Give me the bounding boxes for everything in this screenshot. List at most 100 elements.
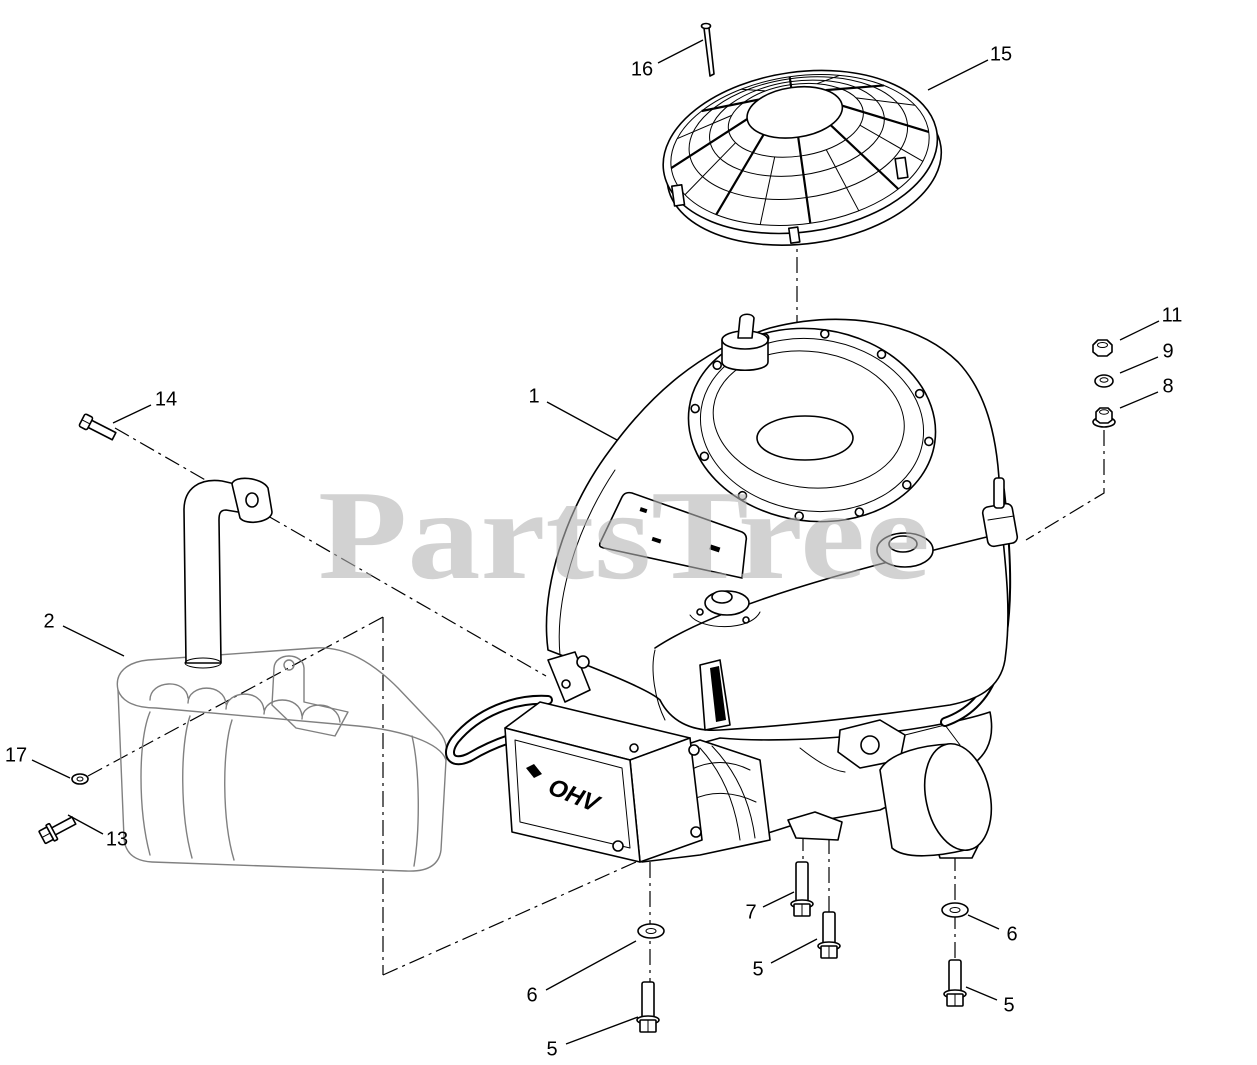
fan-guard-bar [825, 149, 860, 212]
callout: 6 [526, 940, 637, 1006]
assembly-line-muffler-base [382, 857, 646, 976]
engine-oil-fill-cap [721, 313, 769, 371]
callout: 6 [967, 914, 1018, 945]
leader-line [545, 940, 637, 991]
fan-guard-rib [715, 134, 765, 216]
exhaust-bolt [78, 413, 117, 441]
callout-label: 9 [1162, 340, 1173, 362]
valve-cover-front [504, 727, 641, 863]
leader-line [62, 625, 125, 657]
engine-shroud-edge [652, 649, 666, 721]
fan-guard-bar [741, 88, 766, 92]
callout-label: 8 [1162, 375, 1173, 397]
leader-line [1119, 391, 1159, 409]
valve-cover-logo-diamond [526, 764, 542, 778]
callout: 16 [631, 39, 704, 80]
fan-guard-rib [841, 104, 930, 133]
callout-label: 6 [526, 984, 537, 1006]
fan-guard-screw [700, 22, 715, 77]
fan-guard-rib [829, 124, 900, 190]
callout-label: 13 [106, 828, 128, 850]
muffler-bolt [38, 816, 77, 845]
callout-label: 5 [546, 1038, 557, 1060]
callout-label: 2 [43, 610, 54, 632]
fan-guard-ribs [670, 76, 930, 224]
air-cleaner-ring [699, 337, 925, 513]
fan-guard-bar [856, 97, 916, 106]
nut-stack [1092, 339, 1116, 428]
leader-line [67, 814, 104, 835]
fan-guard-rib [670, 118, 748, 170]
valve-cover-bolt [629, 743, 639, 753]
fan-guard-clip [670, 184, 686, 207]
callout: 14 [112, 388, 177, 424]
bolt-shank [795, 861, 809, 905]
callout-label: 14 [155, 388, 177, 410]
leader-line [112, 404, 152, 424]
engine-base-boss [787, 811, 843, 841]
callout: 2 [43, 610, 125, 657]
washer-right [941, 902, 969, 918]
muffler-bracket [271, 655, 349, 737]
engine-shroud-edge [558, 469, 616, 656]
callout: 8 [1119, 375, 1174, 409]
fan-guard [662, 69, 943, 246]
callout-label: 16 [631, 58, 653, 80]
valve-cover-bolt [612, 840, 624, 852]
washer-left [637, 923, 665, 939]
air-cleaner-hub [756, 415, 854, 461]
valve-cover-bolt [690, 826, 702, 838]
bolt-shank [641, 981, 655, 1021]
callout-label: 5 [752, 958, 763, 980]
callout-label: 11 [1162, 304, 1183, 326]
callout: 5 [546, 1016, 639, 1060]
engine-shroud-slot [699, 659, 731, 731]
fan-guard-rib [788, 76, 793, 88]
air-cleaner-dome [712, 350, 905, 489]
callout: 11 [1119, 304, 1183, 341]
fan-guard-rib [701, 98, 759, 113]
callout-label: 6 [1006, 923, 1017, 945]
flange-nut [1092, 407, 1116, 428]
lock-washer [1094, 374, 1114, 388]
fan-guard-bar [859, 124, 924, 162]
fan-guard-clip [894, 156, 909, 180]
callout: 15 [927, 43, 1012, 91]
bolt-7 [790, 861, 814, 917]
valve-cover-panel [514, 739, 631, 849]
leader-line [967, 914, 1000, 930]
fan-guard-bar [676, 114, 732, 140]
callout: 9 [1119, 340, 1174, 374]
callout: 5 [752, 938, 818, 980]
fan-guard-tab [787, 226, 801, 244]
leader-line [965, 986, 998, 1001]
engine: OHV [445, 313, 1019, 863]
leader-line [657, 39, 704, 64]
engine-oil-filter [879, 742, 993, 857]
callout-label: 1 [528, 385, 539, 407]
leader-line [1119, 356, 1159, 374]
assembly-line-exhaust-bolt [114, 427, 547, 677]
callouts: 16 15 11 9 8 14 1 2 [5, 39, 1183, 1060]
screw-shank [703, 27, 715, 77]
bolt-center [817, 911, 841, 959]
bolt-left [636, 981, 660, 1033]
engine-fuel-filter [981, 477, 1019, 548]
leader-line [770, 938, 818, 964]
callout-label: 17 [5, 744, 27, 766]
engine-shroud-edge [654, 534, 996, 649]
fan-guard-hub [746, 85, 844, 139]
muffler-top-edge [117, 689, 447, 761]
muffler-bumps [140, 683, 419, 867]
assembly-line-nut-stack [1025, 430, 1105, 541]
leader-line [1119, 320, 1160, 341]
leader-line [927, 59, 989, 91]
leader-line [565, 1016, 639, 1045]
valve-cover-side [629, 737, 703, 863]
muffler-pipe-base [184, 657, 222, 669]
engine-dipstick-cap [689, 590, 761, 628]
air-cleaner-bolt-holes [690, 329, 934, 521]
leader-line [31, 759, 71, 779]
muffler-body [116, 647, 448, 872]
